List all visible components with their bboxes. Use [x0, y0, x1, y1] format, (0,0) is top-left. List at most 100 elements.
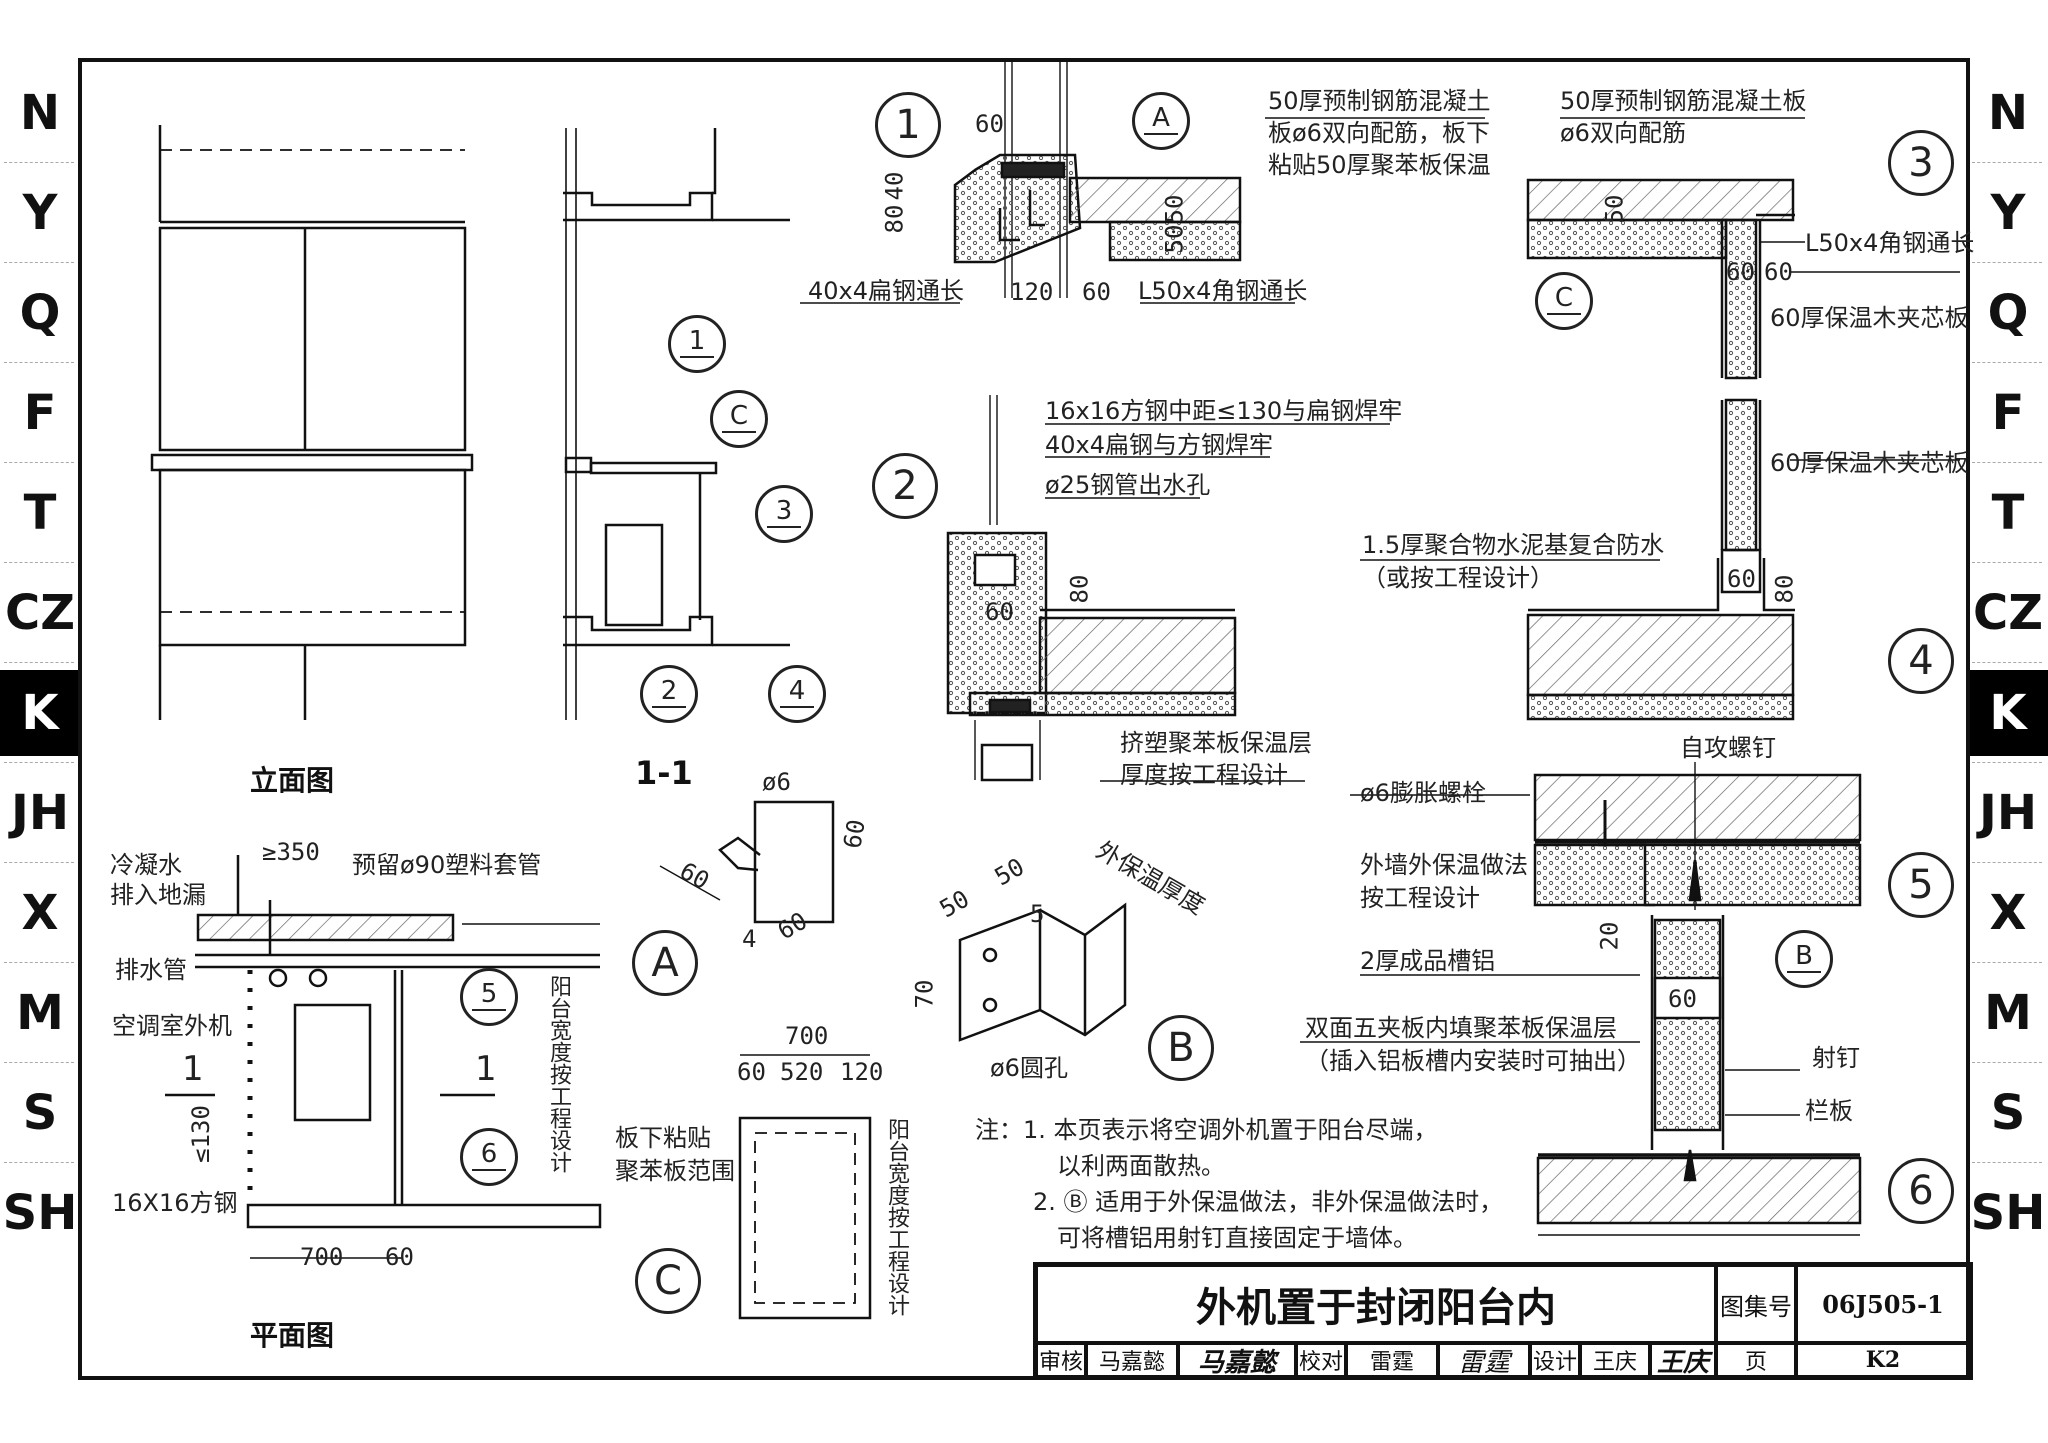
- detail-c-d520: 520: [780, 1058, 824, 1086]
- detail-c-d700: 700: [785, 1022, 829, 1050]
- tab-separator: [4, 862, 74, 863]
- tab-separator: [1972, 662, 2042, 663]
- detail-4-label-panel: 60厚保温木夹芯板: [1770, 449, 1969, 477]
- plan-title: 平面图: [250, 1319, 335, 1352]
- plan-dim-130: ≤130: [186, 1105, 215, 1163]
- leader-lines: [800, 117, 1960, 1116]
- detail-a-d6: ø6: [762, 768, 791, 796]
- side-tab-left-cz[interactable]: CZ: [4, 585, 76, 641]
- side-tab-left-m[interactable]: M: [16, 985, 64, 1041]
- tab-separator: [4, 162, 74, 163]
- plan-label-sleeve: 预留ø90塑料套管: [352, 851, 542, 879]
- side-tab-left-x[interactable]: X: [21, 885, 59, 941]
- detail-a-d4: 4: [742, 925, 757, 953]
- detail-5-label-alu: 2厚成品槽铝: [1360, 947, 1496, 975]
- side-tab-right-x[interactable]: X: [1989, 885, 2027, 941]
- detail-6-label-rail: 栏板: [1805, 1097, 1853, 1125]
- detail-6-label-panel-1: 双面五夹板内填聚苯板保温层: [1305, 1014, 1617, 1042]
- detail-1-label-slab-1: 50厚预制钢筋混凝土: [1268, 87, 1491, 115]
- detail-c-d60: 60: [737, 1058, 766, 1086]
- title-block: 外机置于封闭阳台内 图集号 06J505-1 审核 马嘉懿 马嘉懿 校对 雷霆 …: [1033, 1262, 1973, 1380]
- detail-6-mark: 6: [1888, 1158, 1954, 1224]
- tab-separator: [1972, 1062, 2042, 1063]
- side-tab-right-k[interactable]: K: [1968, 670, 2048, 756]
- side-tab-right-cz[interactable]: CZ: [1972, 585, 2044, 641]
- detail-5-label-ext-1: 外墙外保温做法: [1360, 851, 1528, 879]
- plan-dim-700: 700: [300, 1243, 344, 1271]
- page-number: K2: [1796, 1343, 1970, 1377]
- detail-3-label-slab-1: 50厚预制钢筋混凝土板: [1560, 87, 1807, 115]
- page-label: 页: [1716, 1343, 1796, 1377]
- side-tab-right-y[interactable]: Y: [1990, 185, 2026, 241]
- side-tab-right-n[interactable]: N: [1987, 85, 2029, 141]
- side-tab-left-n[interactable]: N: [19, 85, 61, 141]
- note-line-2: 2. Ⓑ 适用于外保温做法，非外保温做法时，: [1033, 1188, 1504, 1216]
- elevation-view: [150, 125, 474, 720]
- detail-b-label-hole: ø6圆孔: [990, 1054, 1068, 1082]
- designer-signature: 王庆: [1650, 1343, 1716, 1378]
- detail-2-label-xps-1: 挤塑聚苯板保温层: [1120, 729, 1312, 757]
- side-tab-right-jh[interactable]: JH: [1978, 785, 2038, 841]
- tab-separator: [4, 762, 74, 763]
- tab-separator: [1972, 462, 2042, 463]
- detail-a-mark: A: [632, 930, 698, 996]
- designer-name: 王庆: [1580, 1343, 1650, 1377]
- atlas-number: 06J505-1: [1796, 1265, 1970, 1343]
- detail-1-label-flat: 40x4扁钢通长: [808, 277, 965, 305]
- review-label: 审核: [1036, 1343, 1086, 1377]
- tab-separator: [4, 362, 74, 363]
- side-tab-right-q[interactable]: Q: [1987, 285, 2029, 341]
- detail-1-label-angle: L50x4角钢通长: [1138, 277, 1308, 305]
- detail-b-d70: 70: [910, 979, 939, 1009]
- section-marker-4: 4: [768, 665, 826, 723]
- detail-3-mark: 3: [1888, 130, 1954, 196]
- tab-separator: [4, 962, 74, 963]
- side-tab-right-t[interactable]: T: [1991, 485, 2025, 541]
- side-tab-left-f[interactable]: F: [23, 385, 57, 441]
- plan-dim-60: 60: [385, 1243, 414, 1271]
- side-tab-left-s[interactable]: S: [22, 1085, 58, 1141]
- tab-separator: [4, 662, 74, 663]
- side-tab-right-s[interactable]: S: [1990, 1085, 2026, 1141]
- side-tab-right-m[interactable]: M: [1984, 985, 2032, 1041]
- side-tab-left-sh[interactable]: SH: [2, 1185, 78, 1241]
- detail-3-d50: 50: [1600, 194, 1629, 224]
- detail-3-d60b: 60: [1764, 258, 1793, 286]
- detail-c-mark: C: [635, 1248, 701, 1314]
- plan-marker-6: 6: [460, 1128, 518, 1186]
- tab-separator: [4, 1162, 74, 1163]
- side-tab-left-k[interactable]: K: [0, 670, 80, 756]
- detail-5-drawing: [1533, 762, 1862, 1150]
- detail-5-label-screw: 自攻螺钉: [1680, 734, 1776, 762]
- detail-2-drawing: [946, 395, 1237, 782]
- detail-2-label-pipe: ø25钢管出水孔: [1045, 471, 1211, 499]
- detail-a-drawing: [659, 800, 835, 924]
- plan-label-condensate: 冷凝水: [110, 851, 182, 879]
- detail-1-d40: 40: [880, 171, 909, 201]
- side-tab-right-f[interactable]: F: [1991, 385, 2025, 441]
- elevation-title: 立面图: [250, 764, 335, 797]
- tab-separator: [4, 1062, 74, 1063]
- detail-6-label-nail: 射钉: [1812, 1044, 1860, 1072]
- side-tab-left-y[interactable]: Y: [22, 185, 58, 241]
- detail-1-label-slab-3: 粘贴50厚聚苯板保温: [1268, 151, 1491, 179]
- check-label: 校对: [1296, 1343, 1346, 1377]
- detail-1-d120: 120: [1010, 278, 1054, 306]
- tab-separator: [4, 562, 74, 563]
- drawing-title: 外机置于封闭阳台内: [1036, 1265, 1716, 1343]
- detail-1-sub-mark: A: [1132, 92, 1190, 150]
- detail-1-drawing: [953, 60, 1242, 298]
- detail-2-d60: 60: [985, 598, 1014, 626]
- detail-3-drawing: [1526, 178, 1795, 380]
- side-tab-left-q[interactable]: Q: [19, 285, 61, 341]
- side-tab-left-jh[interactable]: JH: [10, 785, 70, 841]
- detail-3-label-panel: 60厚保温木夹芯板: [1770, 304, 1969, 332]
- detail-1-label-slab-2: 板ø6双向配筋，板下: [1268, 119, 1490, 147]
- side-tab-right-sh[interactable]: SH: [1970, 1185, 2046, 1241]
- tab-separator: [1972, 562, 2042, 563]
- detail-c-drawing: [738, 1054, 872, 1320]
- side-tab-left-t[interactable]: T: [23, 485, 57, 541]
- tab-separator: [1972, 862, 2042, 863]
- tab-separator: [1972, 1162, 2042, 1163]
